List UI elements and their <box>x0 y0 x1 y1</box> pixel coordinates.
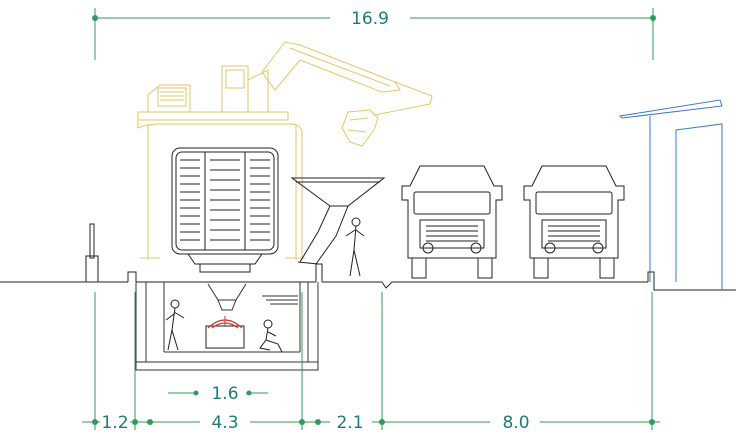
grab-container <box>171 147 279 273</box>
overall-dimension-label: 16.9 <box>351 9 389 29</box>
hopper-icon <box>290 177 386 265</box>
truck-icon <box>401 165 503 279</box>
dimension-seg-b: 4.3 <box>211 413 238 433</box>
pit-structure <box>135 282 319 371</box>
dimension-seg-d: 8.0 <box>502 413 529 433</box>
bottom-dimensions: 1.2 4.3 2.1 8.0 <box>82 413 660 433</box>
worker-icon <box>165 217 365 353</box>
truck-icon-2 <box>523 165 625 279</box>
dimension-seg-c: 2.1 <box>336 413 363 433</box>
excavator-icon <box>137 41 433 260</box>
hopper-width-dimension: 1.6 <box>168 384 268 404</box>
ground-line <box>0 223 736 291</box>
building-outline <box>618 99 723 290</box>
dimension-seg-a: 1.2 <box>101 413 128 433</box>
hopper-width-label: 1.6 <box>211 384 238 404</box>
grab-bucket-icon <box>205 316 245 349</box>
overall-dimension: 16.9 <box>92 8 656 60</box>
container-slats <box>180 159 270 241</box>
dimension-extensions <box>94 292 653 430</box>
